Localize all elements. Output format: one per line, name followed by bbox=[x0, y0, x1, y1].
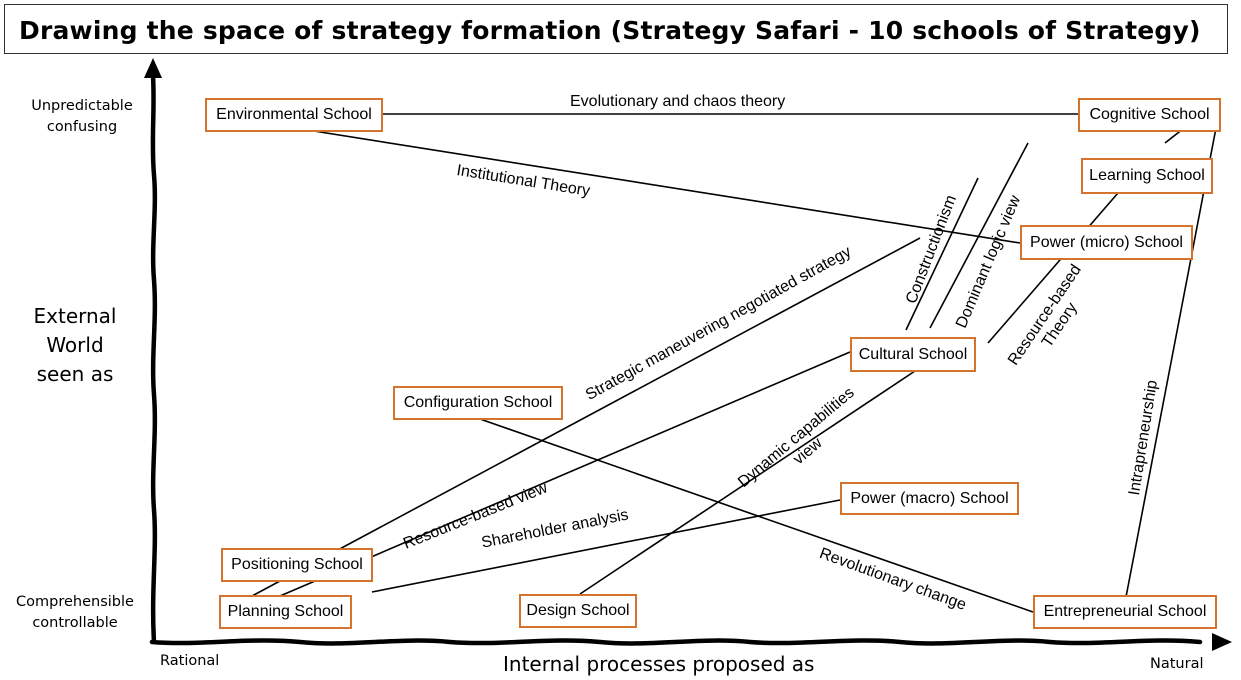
line-constructionism bbox=[905, 177, 979, 331]
x-axis bbox=[149, 638, 1203, 646]
x-axis-arrowhead bbox=[1212, 633, 1232, 651]
box-learning-school: Learning School bbox=[1081, 158, 1213, 194]
y-top-label-line2: confusing bbox=[46, 119, 118, 135]
box-configuration-school: Configuration School bbox=[393, 386, 563, 420]
y-axis-title-line1: External bbox=[33, 304, 117, 328]
box-environmental-school: Environmental School bbox=[205, 98, 383, 132]
y-axis-arrowhead bbox=[144, 58, 162, 78]
box-positioning-school: Positioning School bbox=[221, 548, 373, 582]
y-axis-title-line3: seen as bbox=[36, 362, 114, 386]
x-right-label: Natural bbox=[1150, 656, 1204, 672]
box-design-school: Design School bbox=[519, 594, 637, 628]
y-axis-title-line2: World bbox=[46, 333, 104, 357]
connector-lines bbox=[251, 113, 1217, 613]
box-planning-school: Planning School bbox=[219, 595, 352, 629]
y-top-label-line1: Unpredictable bbox=[31, 98, 133, 114]
box-power-macro-school: Power (macro) School bbox=[840, 482, 1019, 515]
line-dynamic-capabilities bbox=[579, 370, 916, 595]
line-resource-based-view bbox=[279, 351, 851, 597]
y-axis-title: External World seen as bbox=[10, 302, 140, 389]
y-axis bbox=[150, 73, 158, 645]
box-power-micro-school: Power (micro) School bbox=[1020, 225, 1193, 260]
y-bottom-label-line2: controllable bbox=[32, 615, 118, 631]
label-evolutionary: Evolutionary and chaos theory bbox=[570, 93, 786, 110]
x-axis-title: Internal processes proposed as bbox=[503, 652, 815, 676]
line-institutional bbox=[294, 127, 1021, 244]
y-bottom-label: Comprehensible controllable bbox=[2, 592, 148, 634]
title-box: Drawing the space of strategy formation … bbox=[4, 4, 1228, 54]
y-top-label: Unpredictable confusing bbox=[12, 96, 152, 138]
line-intrapreneurship bbox=[1125, 127, 1217, 598]
diagram-title: Drawing the space of strategy formation … bbox=[19, 16, 1201, 45]
box-cognitive-school: Cognitive School bbox=[1078, 98, 1221, 132]
box-cultural-school: Cultural School bbox=[850, 337, 976, 372]
line-revolutionary bbox=[479, 418, 1034, 613]
line-resource-based-theory bbox=[987, 192, 1119, 344]
line-shareholder bbox=[371, 499, 841, 593]
line-strategic-maneuvering bbox=[251, 237, 921, 597]
x-left-label: Rational bbox=[160, 653, 220, 669]
box-entrepreneurial-school: Entrepreneurial School bbox=[1033, 595, 1217, 629]
line-dominant-logic bbox=[929, 142, 1029, 329]
y-bottom-label-line1: Comprehensible bbox=[16, 594, 134, 610]
